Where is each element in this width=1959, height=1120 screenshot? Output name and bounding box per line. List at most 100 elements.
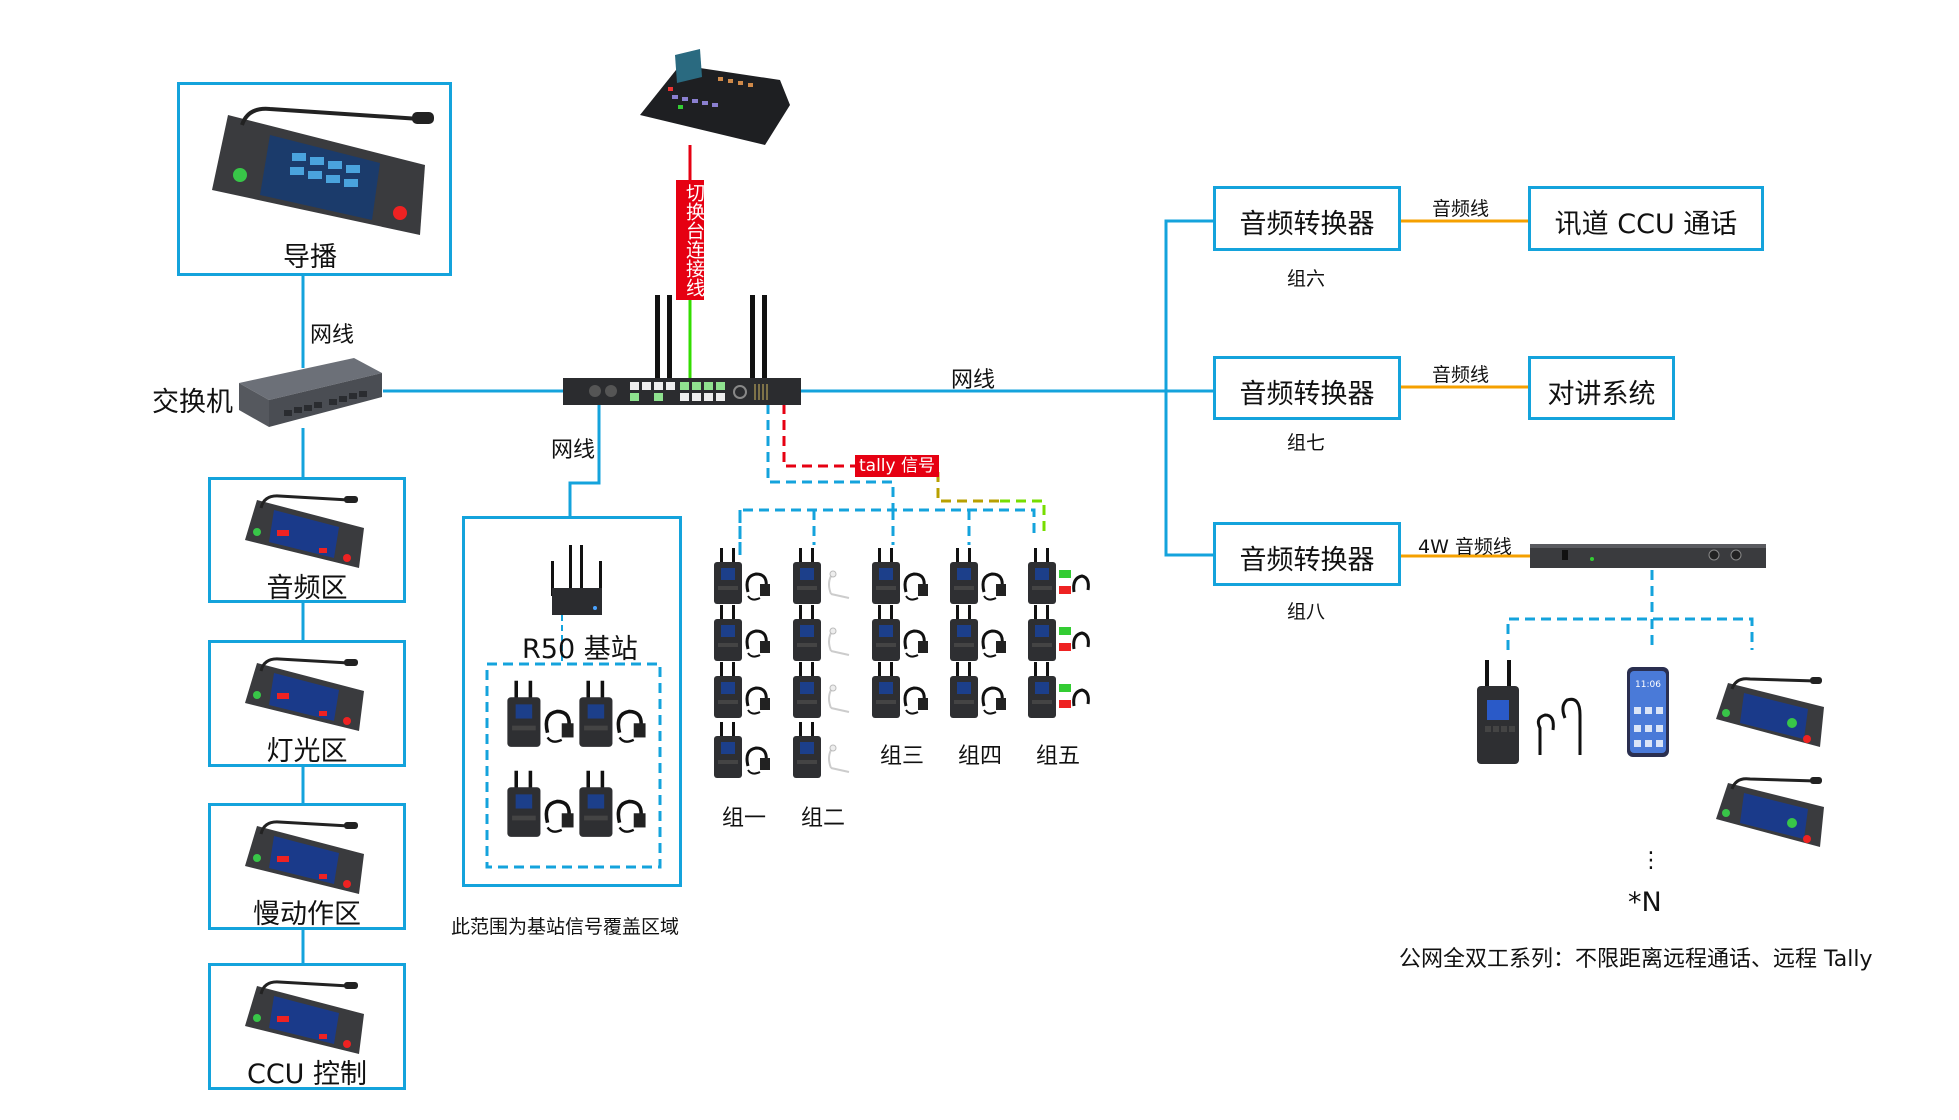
desk-console-icon [245, 657, 364, 731]
cable-label-net-top: 网线 [310, 323, 355, 348]
desk-console-icon [1716, 677, 1824, 747]
group-beltpack [791, 605, 857, 667]
desk-console-icon [245, 494, 364, 568]
group-beltpack [1026, 548, 1092, 610]
video-switcher-icon [640, 49, 790, 145]
group-label: 组四 [958, 744, 1003, 769]
converter-box-8: 音频转换器 [1213, 522, 1401, 586]
director-panel-box: 导播 [177, 82, 452, 276]
switcher-cable-label: 切换台连接线 [676, 180, 705, 300]
beltpack-headset-icon [950, 605, 1006, 661]
group-beltpack [712, 722, 778, 784]
rack-interface-icon [1530, 544, 1766, 568]
converter-label: 音频转换器 [1239, 545, 1375, 576]
talk-system-box: 对讲系统 [1528, 356, 1675, 420]
left-panel-label: 慢动作区 [253, 899, 361, 930]
cable-label-audio-2: 音频线 [1432, 364, 1490, 386]
group-beltpack [791, 662, 857, 724]
wire-right-bus [1164, 219, 1213, 557]
group-label-8: 组八 [1287, 601, 1326, 623]
beltpack-headset-icon [714, 662, 770, 718]
group-beltpack [948, 548, 1014, 610]
beltpack-headset-icon [507, 680, 574, 747]
group-label: 组一 [722, 806, 767, 831]
r50-base-station-icon [551, 545, 602, 615]
cable-label-audio-1: 音频线 [1432, 198, 1490, 220]
group-label: 组二 [801, 806, 846, 831]
wire-tally-green [1000, 499, 1046, 537]
ellipsis-vertical: ⋮ [1640, 848, 1662, 873]
converter-label: 音频转换器 [1239, 209, 1375, 240]
left-panel-label: 音频区 [266, 573, 348, 604]
wire-dashed-groups [766, 404, 895, 510]
beltpack-headset-icon [872, 662, 928, 718]
beltpack-earpiece-icon [793, 548, 850, 604]
group-beltpack [712, 662, 778, 724]
wire-tally-red [782, 404, 856, 468]
director-label: 导播 [283, 242, 337, 273]
beltpack-earpiece-icon [793, 662, 850, 718]
cable-label-net-main: 网线 [951, 368, 996, 393]
group-beltpack [712, 605, 778, 667]
converter-label: 音频转换器 [1239, 379, 1375, 410]
group-beltpack [791, 548, 857, 610]
public-network-caption: 公网全双工系列：不限距离远程通话、远程 Tally [1399, 947, 1873, 972]
desk-console-icon [245, 980, 364, 1054]
wire-public-net [1506, 617, 1754, 650]
beltpack-headset-icon [714, 605, 770, 661]
left-panel-label: 灯光区 [266, 736, 348, 767]
beltpack-tally-lights-headset-icon [1028, 605, 1090, 661]
left-panel-slowmo: 慢动作区 [208, 803, 406, 930]
beltpack-earpiece-icon [793, 722, 850, 778]
converter-box-6: 音频转换器 [1213, 186, 1401, 251]
phone-time: 11:06 [1635, 680, 1661, 690]
coverage-note: 此范围为基站信号覆盖区域 [451, 916, 680, 938]
tally-signal-label: tally 信号 [855, 455, 939, 477]
group-beltpack [948, 605, 1014, 667]
talk-system-label: 对讲系统 [1547, 379, 1656, 410]
beltpack-earphone-icon [1477, 660, 1582, 764]
beltpack-headset-icon [507, 770, 574, 837]
desk-console-icon [1716, 777, 1824, 847]
group-beltpack [948, 662, 1014, 724]
left-panel-ccu: CCU 控制 [208, 963, 406, 1090]
smartphone-icon: 11:06 [1627, 667, 1669, 757]
beltpack-headset-icon [950, 548, 1006, 604]
group-beltpack [870, 605, 936, 667]
group-label: 组五 [1036, 744, 1081, 769]
switch-label: 交换机 [152, 387, 233, 418]
beltpack-headset-icon [714, 548, 770, 604]
wire-main-r50 [568, 404, 601, 516]
beltpack-headset-icon [950, 662, 1006, 718]
desk-console-icon [212, 106, 434, 235]
beltpack-headset-icon [579, 680, 646, 747]
beltpack-tally-lights-headset-icon [1028, 662, 1090, 718]
left-panel-lighting: 灯光区 [208, 640, 406, 767]
group-beltpack [870, 548, 936, 610]
ccu-talk-box: 讯道 CCU 通话 [1528, 186, 1764, 251]
group-beltpack [870, 662, 936, 724]
r50-beltpack [577, 770, 655, 844]
beltpack-earpiece-icon [793, 605, 850, 661]
beltpack-headset-icon [579, 770, 646, 837]
group-label-6: 组六 [1287, 268, 1326, 290]
group-label-7: 组七 [1287, 432, 1326, 454]
r50-coverage-area [485, 662, 662, 869]
r50-beltpack [505, 770, 583, 844]
converter-box-7: 音频转换器 [1213, 356, 1401, 420]
cable-label-4w: 4W 音频线 [1418, 536, 1512, 558]
group-beltpack [1026, 605, 1092, 667]
group-beltpack [1026, 662, 1092, 724]
count-label: *N [1628, 887, 1662, 918]
r50-label: R50 基站 [522, 634, 638, 665]
r50-box: R50 基站 [462, 516, 682, 887]
network-switch-icon [239, 358, 382, 427]
beltpack-headset-icon [714, 722, 770, 778]
r50-beltpack [505, 680, 583, 754]
beltpack-headset-icon [872, 605, 928, 661]
group-label: 组三 [880, 744, 925, 769]
beltpack-headset-icon [872, 548, 928, 604]
group-beltpack [712, 548, 778, 610]
group-beltpack [791, 722, 857, 784]
